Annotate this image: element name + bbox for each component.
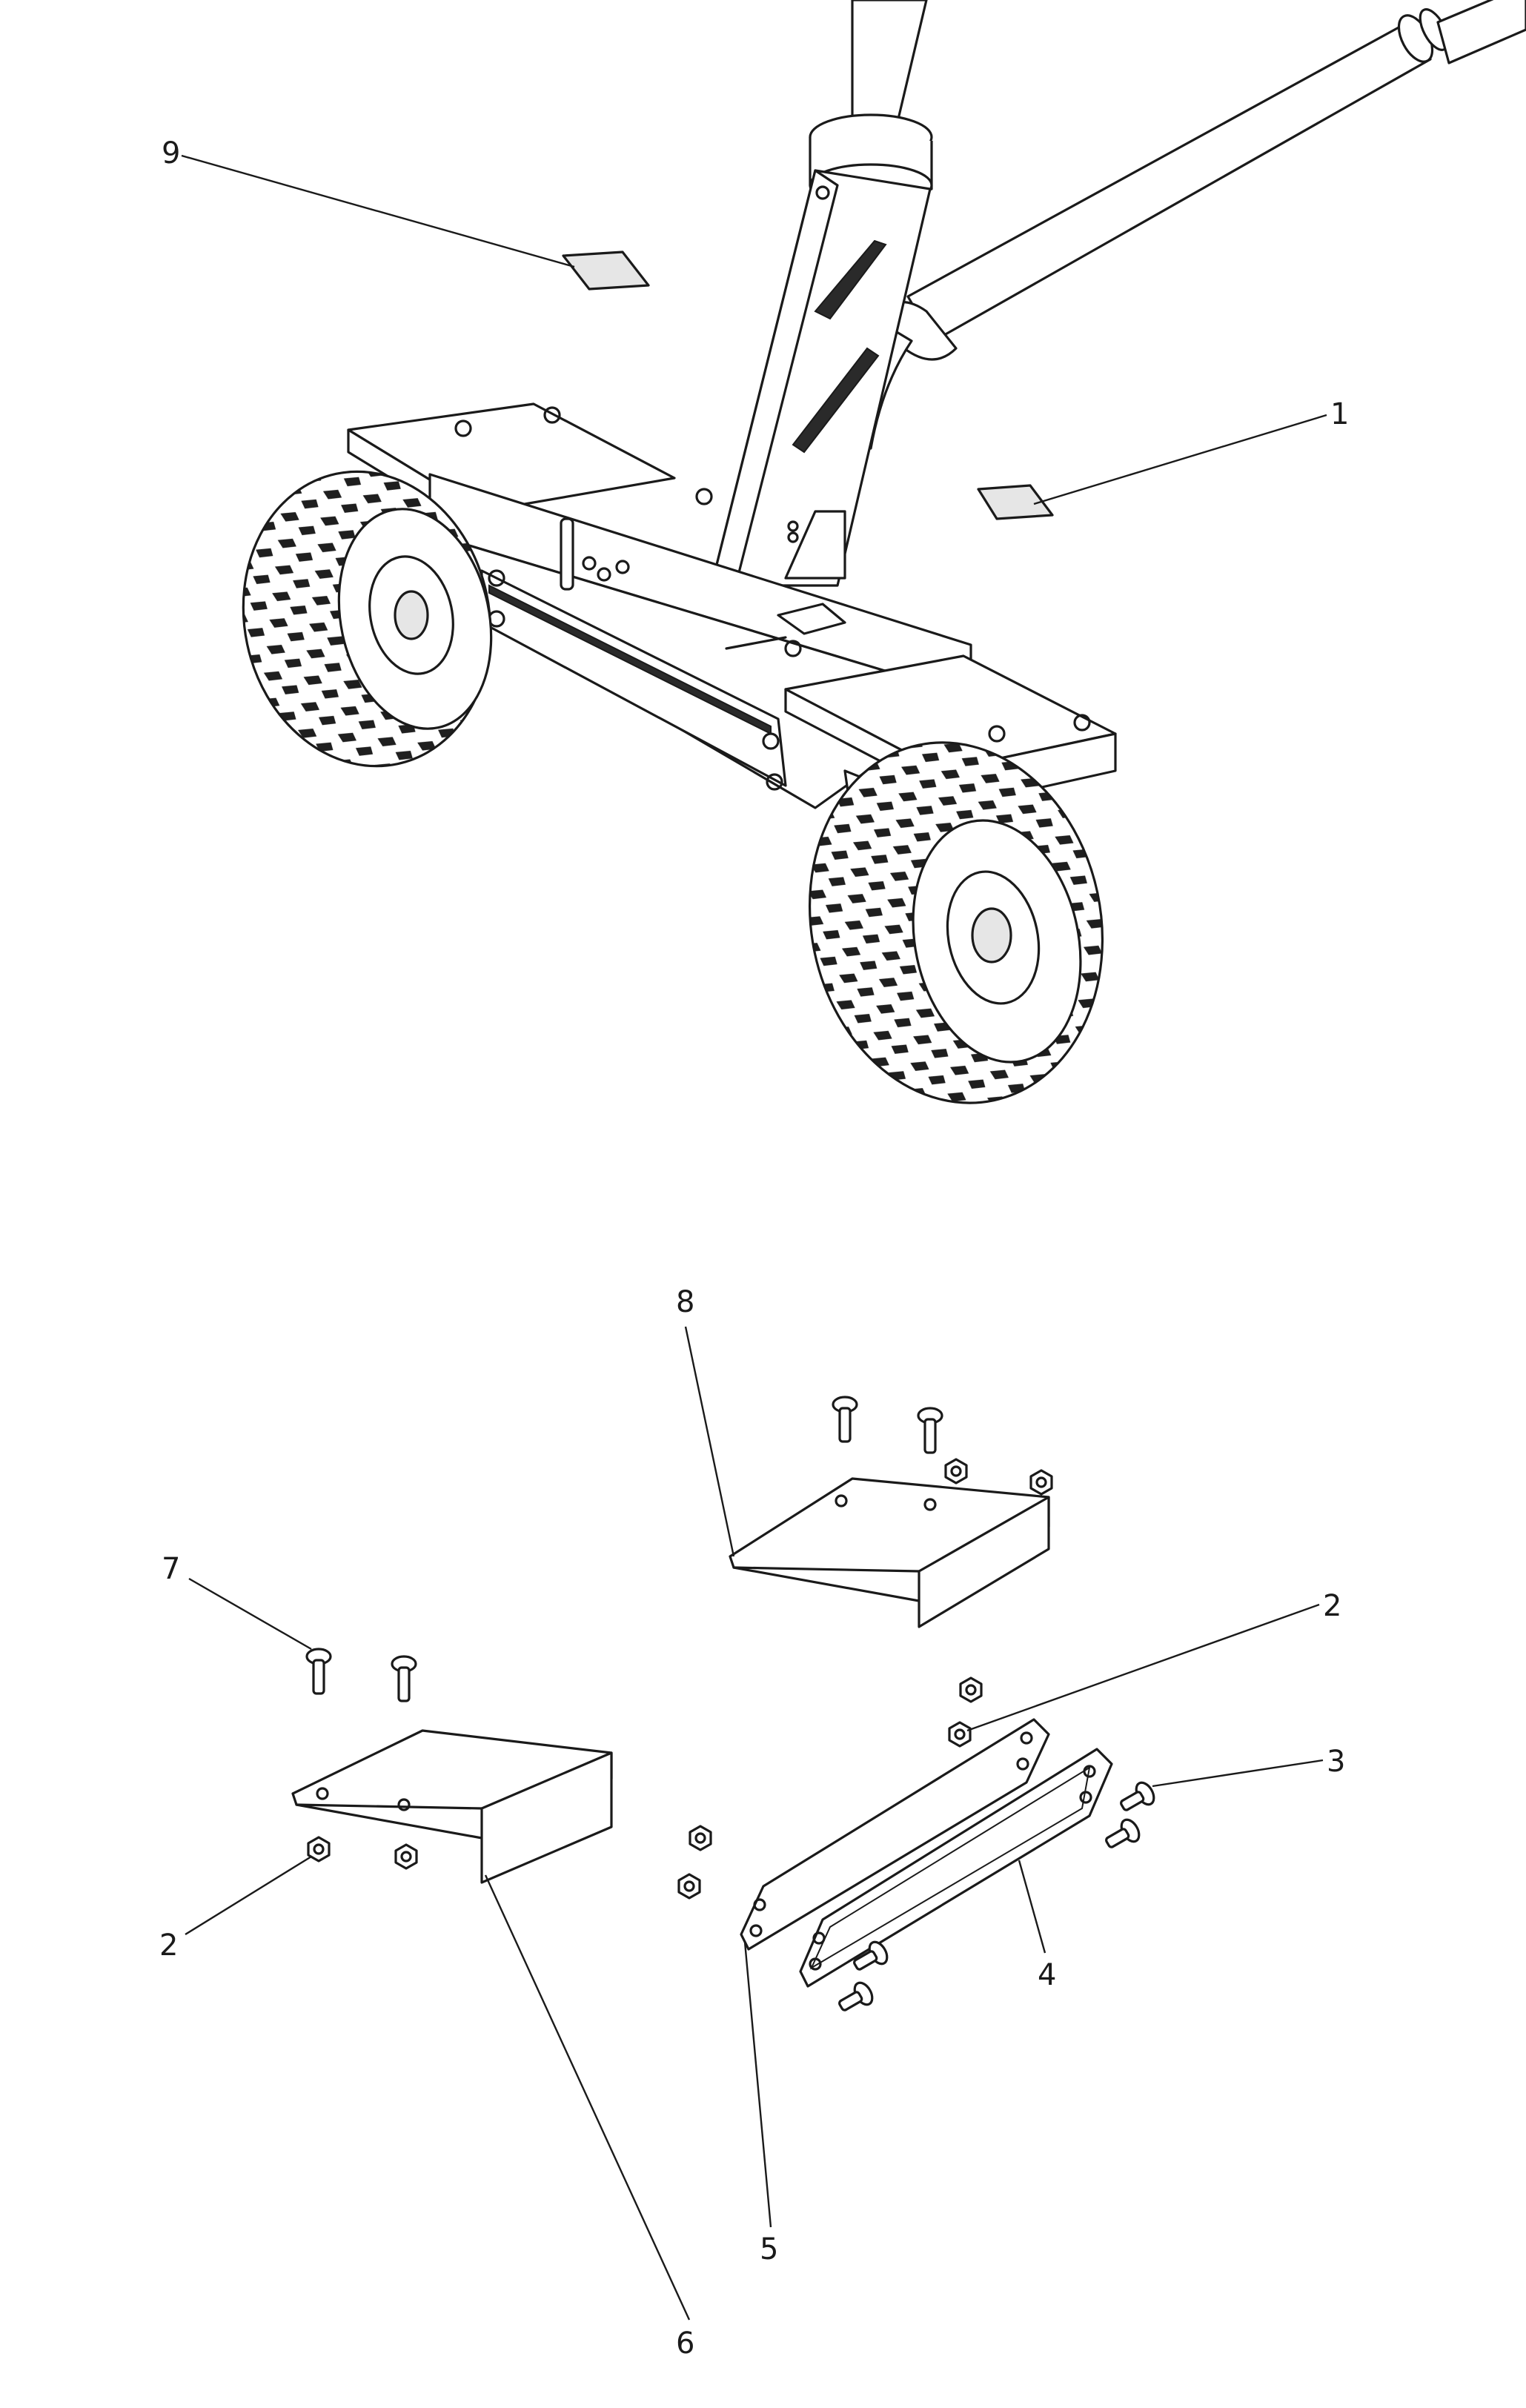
callouts: 9 1 8 7 2 3 2 4 5 6 [159,136,1349,2361]
callout-5: 5 [760,2232,778,2266]
leader-2a [185,1855,312,1936]
leader-3 [1152,1759,1324,1788]
callout-2-left: 2 [159,1928,178,1963]
leader-5 [743,1941,772,2228]
handle-pipe [836,0,1526,450]
leader-1 [1033,414,1327,505]
callout-9: 9 [162,136,180,170]
callout-2-right: 2 [1323,1589,1341,1623]
leader-2b [966,1603,1320,1732]
callout-7: 7 [162,1552,180,1586]
callout-4: 4 [1038,1958,1056,1992]
part-6-plate [291,1729,613,1884]
leader-4 [1018,1860,1046,1954]
leader-7 [188,1577,312,1651]
tower-bracket [695,169,932,594]
part-4-strip [799,1748,1113,1988]
decal-1 [977,484,1054,520]
strip-fasteners [677,1676,1155,2011]
leader-9 [181,154,575,268]
part-8-plate [729,1477,1050,1628]
assembled-cart [242,0,1526,1104]
callout-1: 1 [1330,397,1349,431]
part-5-strip [740,1718,1050,1951]
part-8-fasteners [832,1396,1053,1496]
leader-lines [181,154,1327,2321]
left-wheel [242,470,493,768]
callout-8: 8 [676,1285,694,1319]
part-6-fasteners [305,1648,418,1870]
callout-6: 6 [676,2326,694,2361]
leader-6 [484,1874,691,2321]
right-wheel [808,741,1104,1104]
leader-8 [684,1326,735,1557]
callout-3: 3 [1327,1745,1345,1779]
decal-9 [562,251,650,291]
